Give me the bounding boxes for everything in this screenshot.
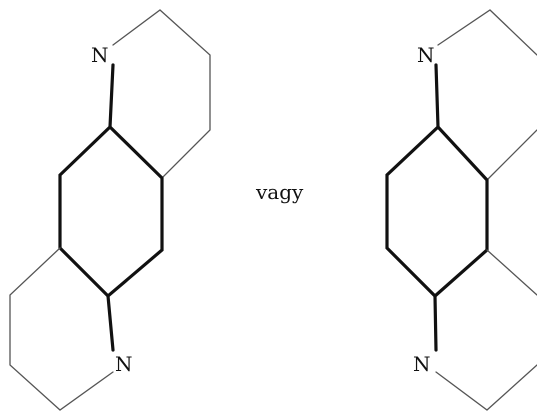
connector-text: vagy [255, 180, 304, 204]
right-bottom-ring-lower [435, 364, 537, 411]
left-structure: N N [9, 9, 211, 411]
left-bottom-n-label: N [115, 352, 133, 376]
left-middle-ring [58, 125, 164, 299]
right-middle-ring [385, 125, 489, 299]
right-top-ring [437, 9, 537, 56]
left-top-n-label: N [91, 43, 109, 67]
left-bottom-n-bond [106, 294, 115, 352]
right-top-ring-side [486, 129, 537, 181]
left-bottom-ring [9, 247, 114, 411]
right-bottom-n-bond [433, 294, 438, 352]
left-top-n-bond [108, 63, 115, 129]
right-top-n-bond [434, 63, 440, 129]
right-bottom-ring [486, 249, 537, 296]
right-structure: N N [385, 9, 537, 411]
right-top-n-label: N [417, 43, 435, 67]
right-bottom-n-label: N [413, 352, 431, 376]
left-top-ring [109, 9, 211, 179]
